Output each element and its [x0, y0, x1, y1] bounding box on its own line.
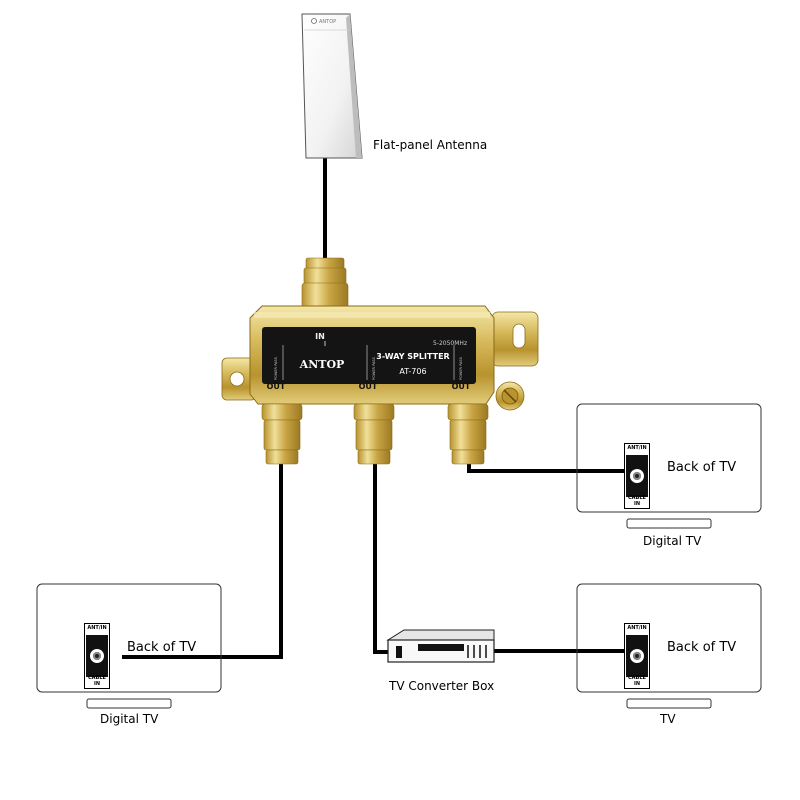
- port-cable-in-label: CABLE IN: [628, 495, 646, 507]
- three-way-splitter: IN 5-2050MHz ANTOP 3-WAY SPLITTER AT-706…: [221, 257, 539, 465]
- digital-tv-left-stand: [86, 698, 172, 709]
- splitter-out-label-2: OUT: [359, 382, 378, 391]
- splitter-model-number: AT-706: [399, 367, 426, 376]
- power-pass-label: POWER PASS: [372, 356, 376, 380]
- coax-jack-icon: [90, 649, 104, 663]
- port-ant-in-label: ANT/IN: [627, 625, 647, 631]
- coax-jack-icon: [630, 649, 644, 663]
- ant-in-port-tv: ANT/IN CABLE IN: [624, 623, 650, 689]
- port-cable-in-label: CABLE IN: [628, 675, 646, 687]
- antop-logo-icon: [311, 18, 317, 24]
- digital-tv-right-label: Digital TV: [643, 534, 702, 548]
- output-fitting-3: [447, 403, 489, 465]
- tv-frames: [36, 403, 762, 709]
- digital-tv-right-stand: [626, 518, 712, 529]
- port-ant-in-label: ANT/IN: [627, 445, 647, 451]
- splitter-frequency: 5-2050MHz: [433, 340, 467, 347]
- power-pass-label: POWER PASS: [459, 356, 463, 380]
- splitter-in-label: IN: [315, 332, 325, 341]
- antenna-label: Flat-panel Antenna: [373, 138, 487, 152]
- output-fitting-2: [353, 403, 395, 465]
- splitter-label-panel: [262, 327, 476, 384]
- tv-converter-box: [386, 629, 495, 663]
- back-of-tv-label-left: Back of TV: [127, 640, 197, 655]
- back-of-tv-label-right: Back of TV: [667, 460, 737, 475]
- output-fitting-1: [261, 403, 303, 465]
- splitter-brand: ANTOP: [299, 358, 345, 371]
- ant-in-port-digital-tv-left: ANT/IN CABLE IN: [84, 623, 110, 689]
- port-ant-in-label: ANT/IN: [87, 625, 107, 631]
- digital-tv-right-screen: [576, 403, 762, 513]
- cable-splitter-to-digital-tv-left: [122, 460, 283, 659]
- splitter-out-label-1: OUT: [267, 382, 286, 391]
- antenna-brand-text: ANTOP: [319, 19, 336, 25]
- port-cable-in-label: CABLE IN: [88, 675, 106, 687]
- ant-in-port-digital-tv-right: ANT/IN CABLE IN: [624, 443, 650, 509]
- tv-label: TV: [660, 712, 676, 726]
- cable-splitter-to-digital-tv-right: [467, 460, 630, 473]
- tv-stand: [626, 698, 712, 709]
- splitter-out-label-3: OUT: [452, 382, 471, 391]
- converter-box-label: TV Converter Box: [389, 679, 495, 693]
- tv-screen: [576, 583, 762, 693]
- digital-tv-left-label: Digital TV: [100, 712, 159, 726]
- splitter-model-title: 3-WAY SPLITTER: [376, 352, 449, 361]
- cable-splitter-to-converter-box: [373, 460, 392, 654]
- flat-panel-antenna: ANTOP: [301, 13, 363, 159]
- power-pass-label: POWER PASS: [274, 356, 278, 380]
- coax-cables: [122, 156, 630, 659]
- coax-jack-icon: [630, 469, 644, 483]
- back-of-tv-label-tv: Back of TV: [667, 640, 737, 655]
- digital-tv-left-screen: [36, 583, 222, 693]
